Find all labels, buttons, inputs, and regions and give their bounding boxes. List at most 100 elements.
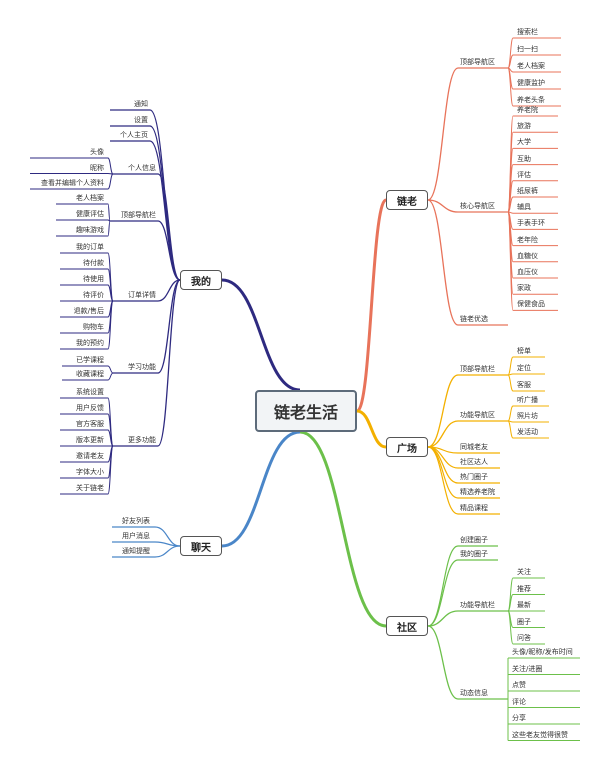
wode-group-2-label[interactable]: 订单详情 [128,291,156,299]
wode-group-0-item-2[interactable]: 查看并编辑个人资料 [41,179,104,187]
guangchang-group-0-item-2[interactable]: 客服 [517,381,531,389]
guangchang-group-1-label[interactable]: 功能导航区 [460,411,495,419]
wode-group-0-item-0[interactable]: 头像 [90,148,104,156]
lianlao-group-1-item-2[interactable]: 大学 [517,138,531,147]
guangchang-group-1-item-1[interactable]: 照片坊 [517,412,538,420]
wode-group-0-item-1[interactable]: 昵称 [90,163,104,172]
lianlao-group-0-item-1[interactable]: 扫一扫 [517,45,538,53]
guangchang-group-0-item-1[interactable]: 定位 [517,364,531,372]
guangchang-main-connector [356,409,387,449]
wode-group-2-item-1[interactable]: 待付款 [83,259,104,267]
wode-group-2-item-0[interactable]: 我的订单 [76,243,104,251]
wode-group-3-item-1[interactable]: 收藏课程 [76,370,104,378]
lianlao-group-1-item-9[interactable]: 血糖仪 [517,251,538,260]
wode-group-1-item-0[interactable]: 老人档案 [76,194,104,202]
shequ-group-0-item-2[interactable]: 最新 [517,601,531,609]
shequ-group-1-label[interactable]: 动态信息 [460,689,488,697]
lianlao-group-0-item-4[interactable]: 养老头条 [517,96,545,104]
wode-group-4-item-1[interactable]: 用户反馈 [76,404,104,412]
wode-group-4-item-6[interactable]: 关于链老 [76,484,104,492]
lianlao-group-0-item-3[interactable]: 健康监护 [517,79,545,87]
guangchang-leaf-4[interactable]: 精品课程 [460,504,488,512]
wode-group-3-item-1-connector [107,372,114,381]
wode-group-2-item-2[interactable]: 待使用 [83,275,104,283]
wode-group-4-item-3[interactable]: 版本更新 [76,436,104,444]
shequ-group-0-label[interactable]: 功能导航栏 [460,601,495,609]
guangchang-leaf-4-connector [427,446,459,515]
lianlao-group-1-item-10[interactable]: 血压仪 [517,268,538,276]
wode-leaf-0[interactable]: 通知 [134,100,148,108]
lianlao-group-0-item-0[interactable]: 搜索栏 [517,28,538,36]
shequ-leaf-1-connector [427,559,459,627]
shequ-group-1-item-2[interactable]: 点赞 [512,681,526,689]
lianlao-group-1-item-6[interactable]: 辅具 [517,203,531,212]
shequ-group-1-item-5[interactable]: 这些老友觉得很赞 [512,730,568,739]
wode-group-2-item-5[interactable]: 购物车 [83,323,104,331]
central-topic[interactable]: 链老生活 [255,390,357,432]
guangchang-group-0-label[interactable]: 顶部导航栏 [460,365,495,373]
branch-shequ[interactable]: 社区 [386,616,428,636]
liaotian-leaf-2[interactable]: 通知提醒 [122,547,150,555]
lianlao-group-1-item-0[interactable]: 养老院 [517,106,538,114]
branch-wode[interactable]: 我的 [180,270,222,290]
wode-group-1-label[interactable]: 顶部导航栏 [121,211,156,219]
lianlao-group-1-item-11[interactable]: 家政 [517,284,531,293]
wode-group-4-item-5[interactable]: 字体大小 [76,468,104,476]
lianlao-main-connector [355,198,388,413]
shequ-group-1-item-1[interactable]: 关注/进圈 [512,664,543,673]
branch-liaotian[interactable]: 聊天 [180,536,222,556]
wode-group-4-item-2[interactable]: 官方客服 [76,420,104,428]
wode-group-3-label[interactable]: 学习功能 [128,363,156,371]
wode-group-1-item-2-connector [107,220,111,237]
wode-group-4-item-4[interactable]: 邀请老友 [76,452,104,460]
wode-group-2-item-4[interactable]: 退款/售后 [73,307,104,315]
shequ-group-1-item-0[interactable]: 头像/昵称/发布时间 [512,648,573,656]
wode-leaf-2[interactable]: 个人主页 [120,131,148,139]
guangchang-group-1-item-2[interactable]: 发活动 [517,428,538,436]
lianlao-group-1-item-1[interactable]: 旅游 [517,122,531,131]
guangchang-group-1-item-0[interactable]: 听广播 [517,396,538,404]
liaotian-leaf-0[interactable]: 好友列表 [122,517,150,525]
shequ-group-0-item-0[interactable]: 关注 [517,568,531,576]
shequ-leaf-0[interactable]: 创建圈子 [460,536,488,544]
lianlao-group-0-item-2[interactable]: 老人档案 [517,62,545,70]
wode-group-0-label[interactable]: 个人信息 [128,164,156,172]
guangchang-group-0-item-0[interactable]: 榜单 [517,347,531,355]
wode-group-1-item-2[interactable]: 趣味游戏 [76,226,104,234]
lianlao-group-1-item-4[interactable]: 评估 [517,170,531,179]
lianlao-group-1-item-8[interactable]: 老年险 [517,235,538,244]
shequ-group-1-item-3[interactable]: 评论 [512,697,526,706]
wode-group-2-item-3[interactable]: 待评价 [83,291,104,299]
lianlao-leaf-0[interactable]: 链老优选 [460,315,488,323]
guangchang-leaf-0[interactable]: 同城老友 [460,443,488,451]
guangchang-leaf-2[interactable]: 热门圈子 [460,473,488,481]
branch-guangchang[interactable]: 广场 [386,437,428,457]
guangchang-leaf-3[interactable]: 精选养老院 [460,488,495,496]
wode-group-3-item-0[interactable]: 已学课程 [76,356,104,364]
wode-group-2-item-6[interactable]: 我的预约 [76,339,104,347]
lianlao-group-1-item-5[interactable]: 纸尿裤 [517,187,538,195]
wode-group-4-label[interactable]: 更多功能 [128,436,156,444]
lianlao-group-1-label[interactable]: 核心导航区 [460,202,495,210]
shequ-group-1-item-4[interactable]: 分享 [512,714,526,722]
shequ-group-0-item-1[interactable]: 推荐 [517,584,531,593]
lianlao-group-1-item-7[interactable]: 手表手环 [517,219,545,228]
wode-group-2-connector [157,279,181,302]
wode-group-4-connector [157,279,181,447]
lianlao-group-0-label[interactable]: 顶部导航区 [460,58,495,66]
wode-group-4-item-0[interactable]: 系统设置 [76,388,104,396]
wode-group-1-item-0-connector [107,203,111,222]
wode-group-1-item-1[interactable]: 健康评估 [76,210,104,218]
wode-leaf-1[interactable]: 设置 [134,116,148,124]
wode-group-1-connector [157,220,181,281]
guangchang-leaf-1[interactable]: 社区达人 [460,458,488,466]
shequ-group-0-item-3[interactable]: 圈子 [517,617,531,626]
shequ-group-0-item-4[interactable]: 问答 [517,634,531,642]
lianlao-group-1-item-12[interactable]: 保健食品 [517,300,545,309]
lianlao-group-1-item-3[interactable]: 互助 [517,154,531,163]
branch-lianlao[interactable]: 链老 [386,190,428,210]
wode-group-0-connector [157,173,181,281]
lianlao-group-1-item-12-connector [507,211,514,311]
liaotian-leaf-1[interactable]: 用户消息 [122,532,150,540]
shequ-leaf-1[interactable]: 我的圈子 [460,550,488,558]
